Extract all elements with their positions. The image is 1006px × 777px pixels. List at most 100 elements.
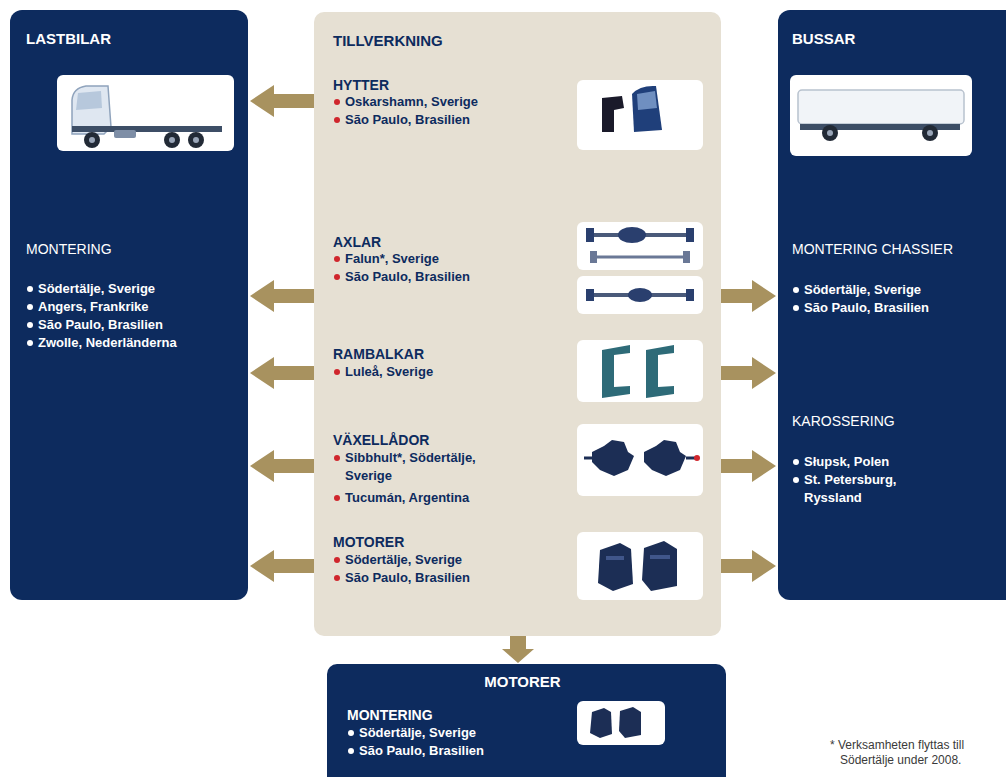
bus-wheel bbox=[922, 125, 938, 141]
axle-hub bbox=[590, 251, 597, 263]
location-item: Słupsk, Polen bbox=[804, 453, 889, 471]
wheel-hub bbox=[927, 130, 933, 136]
location-item: Södertälje, Sverige bbox=[359, 724, 476, 742]
text-slot: São Paulo, Brasilien bbox=[345, 268, 470, 286]
cab-shell bbox=[632, 86, 662, 132]
frame-rail bbox=[602, 345, 630, 398]
picture-frame bbox=[577, 701, 665, 745]
bus-body bbox=[798, 90, 964, 124]
gearbox bbox=[592, 440, 634, 476]
location-item: Oskarshamn, Sverige bbox=[345, 93, 478, 111]
frame-rail bbox=[646, 345, 674, 398]
bullet-dot bbox=[334, 274, 340, 280]
gearbox-shaft bbox=[584, 457, 594, 460]
location-item: São Paulo, Brasilien bbox=[345, 569, 470, 587]
cab-picture bbox=[577, 80, 703, 150]
axle-hub bbox=[586, 228, 594, 242]
location-item: Södertälje, Sverige bbox=[38, 280, 155, 298]
location-item: St. Petersburg, Ryssland bbox=[804, 471, 954, 507]
bullet-dot bbox=[334, 117, 340, 123]
engine-panel: MOTORER MONTERINGSödertälje, SverigeSão P… bbox=[327, 664, 726, 777]
location-item: São Paulo, Brasilien bbox=[804, 299, 929, 317]
picture-frame bbox=[57, 75, 234, 151]
panel-title: LASTBILAR bbox=[26, 30, 111, 48]
section-heading: RAMBALKAR bbox=[333, 345, 424, 363]
picture-frame bbox=[577, 532, 703, 600]
engine-picture bbox=[577, 532, 703, 600]
bullet-dot bbox=[348, 748, 354, 754]
bullet-dot bbox=[334, 495, 340, 501]
axle-hub bbox=[683, 251, 690, 263]
bullet-dot bbox=[793, 305, 799, 311]
text-slot: Södertälje, Sverige bbox=[359, 724, 476, 742]
section-heading: MOTORER bbox=[333, 533, 404, 551]
bullet-dot bbox=[793, 459, 799, 465]
text-slot: St. Petersburg, Ryssland bbox=[804, 471, 954, 507]
section-heading: VÄXELLÅDOR bbox=[333, 431, 429, 449]
wheel-hub bbox=[89, 137, 95, 143]
wheel-hub bbox=[169, 137, 175, 143]
location-item: Zwolle, Nederländerna bbox=[38, 334, 177, 352]
truck-wheel bbox=[188, 132, 204, 148]
text-slot: Södertälje, Sverige bbox=[38, 280, 155, 298]
text-slot: São Paulo, Brasilien bbox=[345, 111, 470, 129]
axle-hub bbox=[686, 228, 694, 242]
text-slot: MOTORER bbox=[327, 673, 718, 691]
bullet-dot bbox=[334, 369, 340, 375]
text-slot: RAMBALKAR bbox=[333, 345, 424, 363]
text-slot: KAROSSERING bbox=[792, 412, 895, 430]
picture-frame bbox=[577, 222, 703, 270]
footnote: * Verksamheten flyttas till Södertälje u… bbox=[830, 738, 1002, 768]
text-slot: São Paulo, Brasilien bbox=[345, 569, 470, 587]
text-slot: AXLAR bbox=[333, 233, 381, 251]
gearbox-flange bbox=[694, 455, 700, 461]
text-slot: HYTTER bbox=[333, 76, 389, 94]
engine bbox=[590, 708, 612, 738]
flow-arrow bbox=[250, 450, 314, 482]
engine bbox=[598, 543, 633, 591]
location-item: Tucumán, Argentina bbox=[345, 489, 469, 507]
engine-picture bbox=[577, 701, 665, 745]
text-slot: Angers, Frankrike bbox=[38, 298, 149, 316]
engine bbox=[642, 541, 677, 591]
bus-chassis bbox=[800, 124, 960, 130]
bullet-dot bbox=[348, 730, 354, 736]
location-item: Angers, Frankrike bbox=[38, 298, 149, 316]
axle-beam bbox=[592, 293, 688, 297]
text-slot: VÄXELLÅDOR bbox=[333, 431, 429, 449]
text-slot: São Paulo, Brasilien bbox=[804, 299, 929, 317]
text-slot: Zwolle, Nederländerna bbox=[38, 334, 177, 352]
bullet-dot bbox=[334, 575, 340, 581]
truck-wheel bbox=[84, 132, 100, 148]
wheel-hub bbox=[193, 137, 199, 143]
location-item: Södertälje, Sverige bbox=[804, 281, 921, 299]
axle-hub bbox=[586, 289, 594, 301]
location-item: São Paulo, Brasilien bbox=[359, 742, 484, 760]
flow-arrow bbox=[502, 636, 534, 663]
flow-arrow bbox=[250, 85, 314, 117]
picture-frame bbox=[577, 276, 703, 314]
bullet-dot bbox=[334, 256, 340, 262]
truck-tank bbox=[114, 130, 136, 138]
text-slot: Södertälje, Sverige bbox=[804, 281, 921, 299]
axle-picture bbox=[577, 222, 703, 314]
location-item: Sibbhult*, Södertälje, Sverige bbox=[345, 449, 510, 485]
section-heading: MONTERING bbox=[347, 706, 433, 724]
truck-window bbox=[76, 91, 102, 110]
text-slot: Sibbhult*, Södertälje, Sverige bbox=[345, 449, 510, 485]
axle-beam bbox=[596, 256, 684, 259]
section-heading: MONTERING bbox=[26, 240, 112, 258]
axle-beam bbox=[592, 233, 688, 237]
section-heading: KAROSSERING bbox=[792, 412, 895, 430]
bus-picture bbox=[790, 75, 972, 156]
location-item: Luleå, Sverige bbox=[345, 363, 433, 381]
text-slot: Södertälje, Sverige bbox=[345, 551, 462, 569]
text-slot: Tucumán, Argentina bbox=[345, 489, 469, 507]
text-slot: São Paulo, Brasilien bbox=[359, 742, 484, 760]
bullet-dot bbox=[27, 286, 33, 292]
axle-differential bbox=[618, 227, 646, 243]
cab-window bbox=[637, 91, 657, 110]
frame-rail-picture bbox=[577, 340, 703, 402]
